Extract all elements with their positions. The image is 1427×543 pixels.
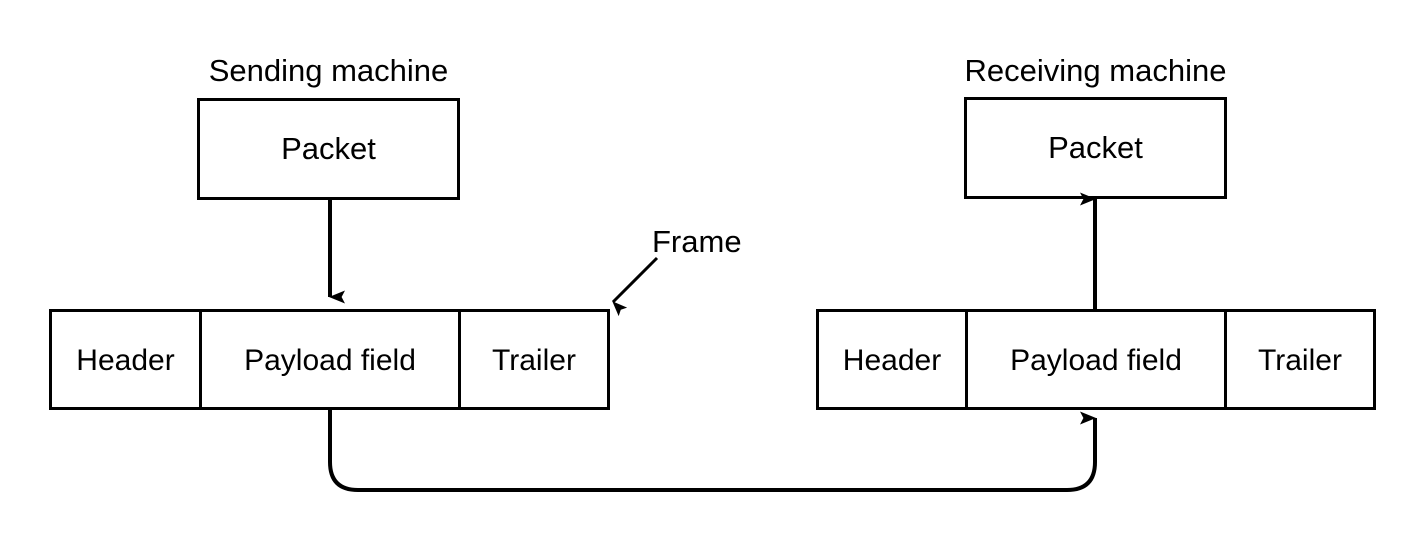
sending-frame-cell-header: Header: [76, 344, 175, 377]
frame-annotation-label: Frame: [652, 224, 742, 259]
sending-frame-cell-payload: Payload field: [244, 344, 416, 377]
sending-packet-label: Packet: [281, 131, 376, 166]
sending-machine-title: Sending machine: [208, 53, 449, 88]
receiving-machine-title: Receiving machine: [964, 53, 1227, 88]
receiving-frame-cell-trailer: Trailer: [1258, 344, 1342, 377]
receiving-frame-cell-header: Header: [842, 344, 942, 377]
receiving-packet-label: Packet: [1048, 130, 1143, 165]
frame-annotation-arrow: [611, 256, 659, 317]
sending-frame-cell-trailer: Trailer: [492, 344, 576, 377]
transmission-path: [328, 409, 1097, 492]
receiving-frame-cell-payload: Payload field: [1010, 344, 1182, 377]
